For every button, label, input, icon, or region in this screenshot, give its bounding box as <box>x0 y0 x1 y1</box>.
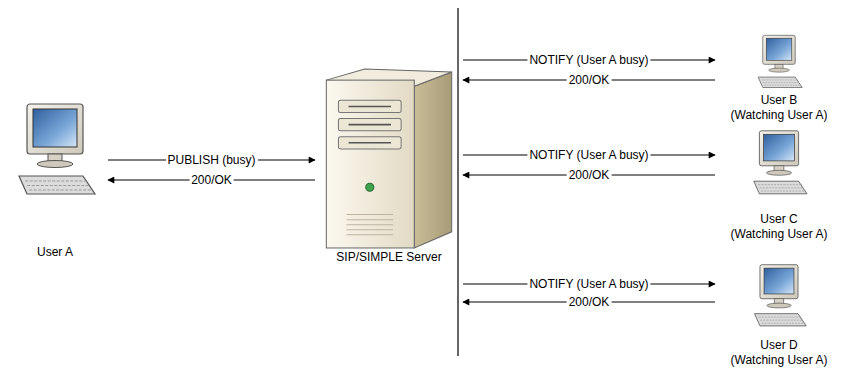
message-label: 200/OK <box>567 73 612 87</box>
keyboard-row <box>762 79 799 80</box>
message-label: NOTIFY (User A busy) <box>527 53 650 67</box>
monitor-screen <box>766 38 792 60</box>
node-label: SIP/SIMPLE Server <box>336 250 441 265</box>
vent-line <box>347 229 394 230</box>
keyboard-row <box>763 82 799 83</box>
message-label: NOTIFY (User A busy) <box>527 277 650 291</box>
message-label: PUBLISH (busy) <box>165 153 257 167</box>
computer-node: User D(Watching User A) <box>718 262 840 368</box>
keyboard-row <box>27 185 90 186</box>
divider-line <box>457 8 458 356</box>
vent-line <box>347 214 394 215</box>
keyboard <box>758 77 802 87</box>
node-label: User C <box>760 212 797 227</box>
keyboard-row <box>760 320 803 321</box>
drive-slot <box>349 124 391 126</box>
keyboard <box>754 181 807 194</box>
message-label: NOTIFY (User A busy) <box>527 148 650 162</box>
keyboard-row <box>761 191 804 192</box>
drive-bay <box>338 100 401 112</box>
monitor-screen <box>764 268 794 294</box>
server-side <box>414 72 451 248</box>
monitor-base <box>37 161 73 168</box>
keyboard-row <box>758 184 802 185</box>
keyboard-row <box>760 187 804 188</box>
message-label: 200/OK <box>189 173 234 187</box>
computer-icon <box>5 95 105 205</box>
monitor-screen <box>764 134 795 161</box>
node-label: (Watching User A) <box>731 227 828 242</box>
server-icon <box>318 68 460 250</box>
keyboard-row <box>761 323 803 324</box>
server-node: SIP/SIMPLE Server <box>318 68 460 265</box>
text-gap <box>718 91 840 93</box>
text-gap <box>5 205 105 245</box>
keyboard-row <box>759 317 802 318</box>
computer-icon <box>718 33 840 91</box>
text-gap <box>718 330 840 338</box>
node-label: (Watching User A) <box>731 353 828 368</box>
monitor-body <box>759 131 798 166</box>
vent-line <box>347 219 394 220</box>
monitor-base <box>767 303 791 308</box>
drive-bay <box>338 119 401 131</box>
keyboard-row <box>25 181 88 182</box>
keyboard-row <box>764 85 800 86</box>
text-gap <box>718 198 840 212</box>
message-label: 200/OK <box>567 168 612 182</box>
keyboard <box>755 314 807 326</box>
drive-bay <box>338 137 401 149</box>
monitor-base <box>769 68 790 72</box>
node-label: User A <box>37 245 73 260</box>
node-label: User D <box>760 338 797 353</box>
computer-icon <box>718 262 840 330</box>
monitor-base <box>766 170 791 175</box>
keyboard <box>19 176 95 194</box>
node-label: (Watching User A) <box>731 108 828 123</box>
monitor-body <box>760 265 798 299</box>
computer-node: User A <box>5 95 105 260</box>
vent-line <box>347 224 394 225</box>
power-led <box>366 183 374 191</box>
computer-node: User B(Watching User A) <box>718 33 840 123</box>
computer-icon <box>718 128 840 198</box>
keyboard-row <box>29 190 91 191</box>
message-label: 200/OK <box>567 295 612 309</box>
node-label: User B <box>761 93 798 108</box>
monitor-body <box>27 104 83 154</box>
vent-line <box>347 234 394 235</box>
monitor-screen <box>33 109 77 147</box>
server-front <box>326 80 414 248</box>
drive-slot <box>349 106 391 108</box>
computer-node: User C(Watching User A) <box>718 128 840 242</box>
drive-slot <box>349 142 391 144</box>
monitor-body <box>763 35 795 64</box>
